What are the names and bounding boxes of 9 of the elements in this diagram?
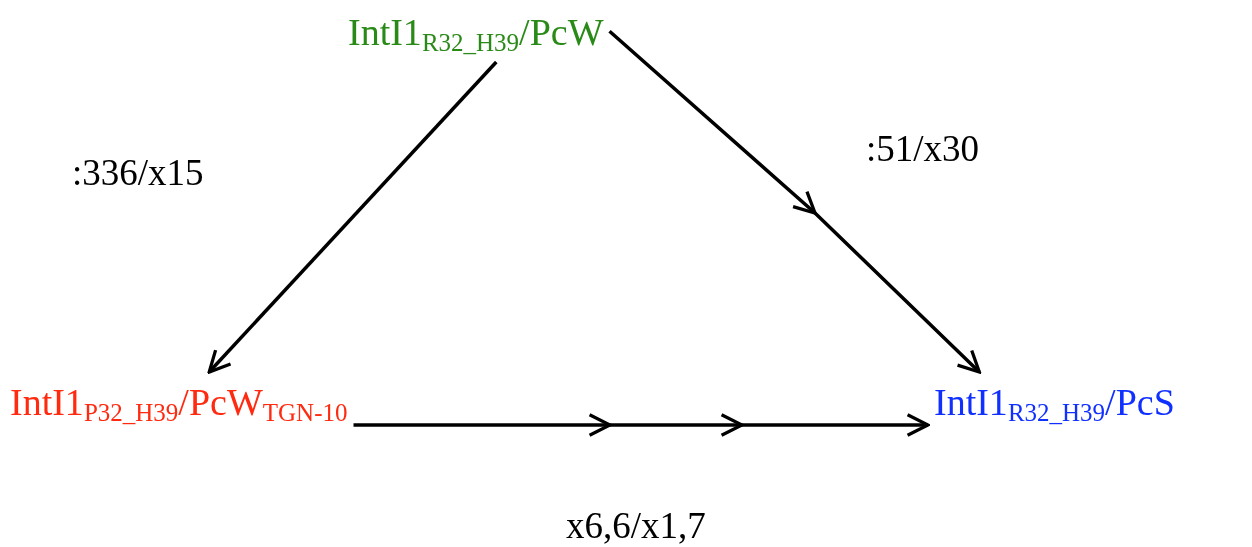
arrow: [207, 60, 498, 374]
edge-label: x6,6/x1,7: [566, 505, 706, 547]
arrow: [608, 30, 982, 374]
arrow: [353, 413, 930, 437]
node-label: IntI1$_{P32_H39}$/PcW$_{TGN-10}$: [4, 372, 354, 432]
node-label: IntI1$_{R32_H39}$/PcW: [342, 2, 610, 62]
edge-label: :336/x15: [72, 152, 204, 194]
node-label: IntI1$_{R32_H39}$/PcS: [928, 372, 1181, 432]
edge-label: :51/x30: [866, 128, 980, 170]
